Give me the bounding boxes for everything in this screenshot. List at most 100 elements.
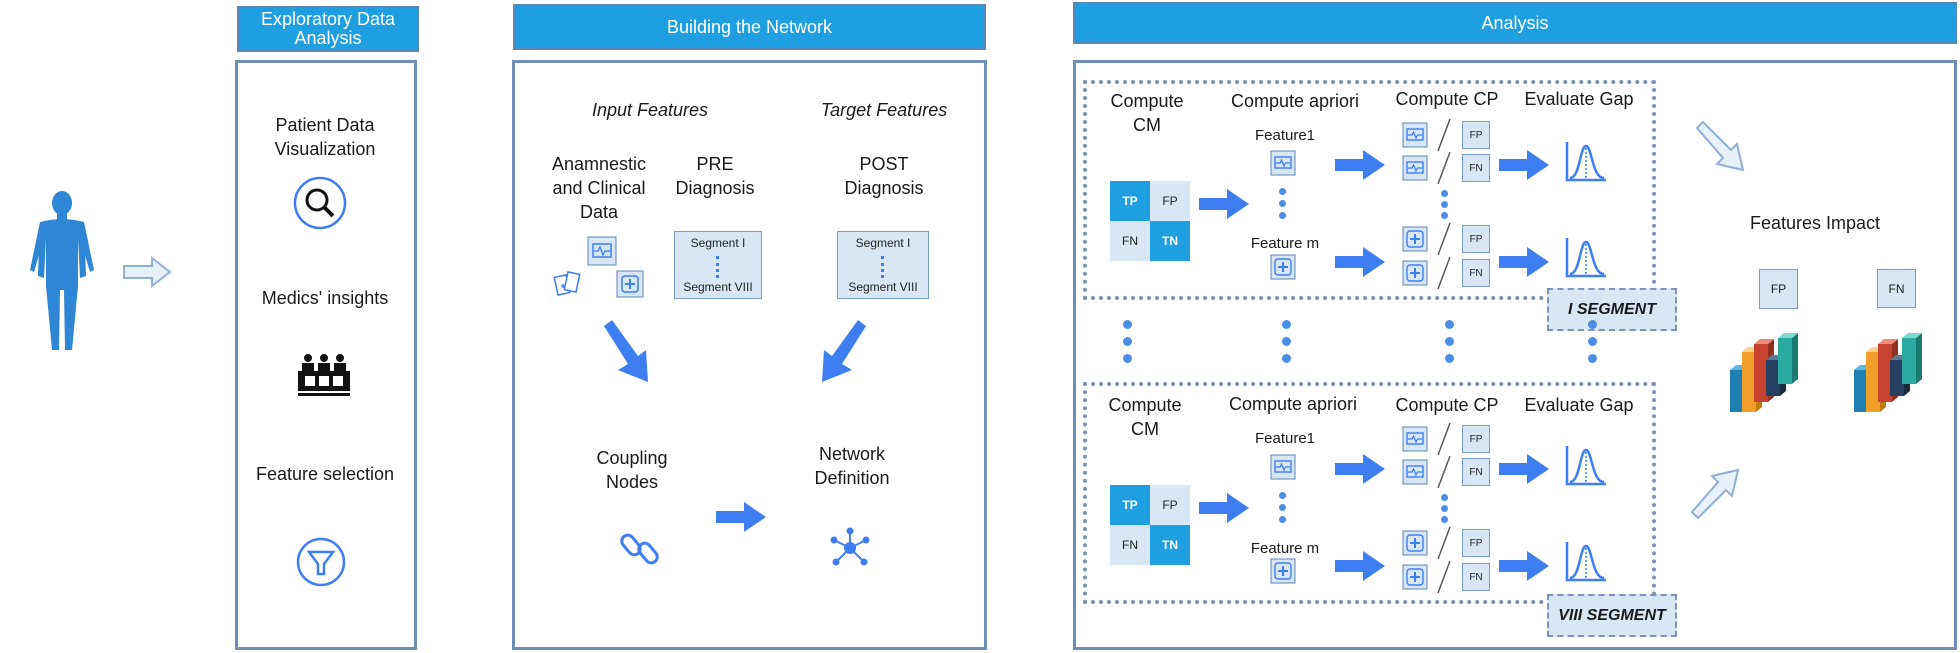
- seg1-cp-dots: [1441, 190, 1448, 219]
- seg1-confusion-matrix: TP FP FN TN: [1110, 181, 1190, 261]
- seg1-evaluate-gap: Evaluate Gap: [1524, 89, 1634, 109]
- network-panel: [512, 60, 987, 650]
- target-features-label: Target Features: [820, 100, 948, 120]
- eda-title: Exploratory Data Analysis: [260, 9, 396, 48]
- coupling-nodes-label: Coupling Nodes: [596, 448, 668, 492]
- seg8-cp-icon-0: [1402, 426, 1428, 452]
- post-segment-last: Segment VIII: [848, 280, 918, 294]
- funnel-icon: [296, 537, 346, 587]
- eda-header: Exploratory Data Analysis: [237, 6, 419, 52]
- segment-viii-tag: VIII SEGMENT: [1547, 594, 1677, 637]
- seg1-arrow-featurem: [1335, 247, 1385, 277]
- seg1-cm-fp: FP: [1150, 181, 1190, 221]
- seg1-cp-fn-box-1: FN: [1462, 154, 1490, 182]
- seg8-compute-cm: Compute CM: [1108, 395, 1182, 439]
- seg8-arrow-featurem: [1335, 551, 1385, 581]
- seg1-cp-icon-3: [1402, 260, 1428, 286]
- seg1-feature1-monitor-icon: [1270, 150, 1296, 176]
- seg1-cp-fn-box-3: FN: [1462, 259, 1490, 287]
- seg8-cm-tp: TP: [1110, 485, 1150, 525]
- seg8-cp-fp-box-2: FP: [1462, 529, 1490, 557]
- between-segments-dots-2: [1445, 320, 1454, 363]
- network-title: Building the Network: [666, 16, 833, 37]
- seg1-cp-slash-0: [1437, 118, 1451, 152]
- post-segment-box: Segment I Segment VIII: [837, 231, 929, 299]
- chain-link-icon: [620, 533, 659, 565]
- seg1-cp-icon-0: [1402, 122, 1428, 148]
- seg8-cp-fn-box-1: FN: [1462, 458, 1490, 486]
- seg1-feature-dots: [1279, 188, 1286, 219]
- seg8-cm-fp: FP: [1150, 485, 1190, 525]
- features-impact-label: Features Impact: [1749, 213, 1881, 233]
- seg8-arrow-feature1: [1335, 454, 1385, 484]
- seg1-cp-slash-3: [1437, 256, 1451, 290]
- seg8-compute-cp: Compute CP: [1395, 395, 1499, 415]
- seg8-cp-icon-1: [1402, 459, 1428, 485]
- analysis-panel: [1073, 60, 1957, 650]
- seg1-featurem-medical-icon: [1270, 254, 1296, 280]
- seg1-compute-cp: Compute CP: [1395, 89, 1499, 109]
- impact-fp-bar-chart-3d-icon: [1730, 333, 1798, 412]
- flow-arrow-1: [123, 255, 172, 289]
- seg1-featurem: Feature m: [1250, 235, 1320, 252]
- seg1-cp-slash-2: [1437, 222, 1451, 256]
- seg1-cm-tp: TP: [1110, 181, 1150, 221]
- medical-icon: [616, 270, 644, 298]
- seg8-feature1-monitor-icon: [1270, 454, 1296, 480]
- eda-item-feature-selection: Feature selection: [255, 464, 395, 484]
- impact-fp-label: FP: [1770, 282, 1787, 296]
- seg1-feature1: Feature1: [1254, 127, 1316, 144]
- seg1-cm-fn: FN: [1110, 221, 1150, 261]
- seg8-confusion-matrix: TP FP FN TN: [1110, 485, 1190, 565]
- seg8-cp-dots: [1441, 494, 1448, 523]
- arrow-to-impact-bottom: [1690, 468, 1740, 520]
- seg8-cm-tn: TN: [1150, 525, 1190, 565]
- seg8-evaluate-gap: Evaluate Gap: [1524, 395, 1634, 415]
- pre-segment-dots: [716, 256, 722, 278]
- pre-diagnosis-label: PRE Diagnosis: [675, 154, 755, 198]
- segment-i-tag: I SEGMENT: [1547, 288, 1677, 331]
- seg1-gap-curve-1-distribution-curve-icon: [1565, 142, 1606, 182]
- seg8-gap-curve-2-distribution-curve-icon: [1565, 542, 1606, 582]
- human-figure-icon: [30, 191, 94, 350]
- impact-fn-label: FN: [1888, 281, 1905, 296]
- segment-viii-frame: [1083, 382, 1656, 604]
- seg8-cp-fp-box-0: FP: [1462, 425, 1490, 453]
- arrow-coupling-to-definition: [716, 502, 766, 532]
- seg8-cp-icon-2: [1402, 530, 1428, 556]
- seg1-arrow-cm: [1199, 189, 1249, 219]
- seg8-cp-fn-box-3: FN: [1462, 563, 1490, 591]
- pre-segment-box: Segment I Segment VIII: [674, 231, 762, 299]
- seg1-gap-curve-2-distribution-curve-icon: [1565, 238, 1606, 278]
- seg1-arrow-gap-1: [1499, 150, 1549, 180]
- seg1-cp-slash-1: [1437, 151, 1451, 185]
- seg8-feature-dots: [1279, 492, 1286, 523]
- seg1-compute-apriori: Compute apriori: [1230, 91, 1360, 111]
- seg8-compute-apriori: Compute apriori: [1228, 394, 1358, 414]
- monitor-icon: [587, 236, 617, 266]
- magnifier-icon: [293, 176, 347, 230]
- seg8-cp-slash-1: [1437, 455, 1451, 489]
- network-icon: [830, 527, 870, 566]
- seg8-arrow-cm: [1199, 493, 1249, 523]
- seg8-cp-slash-3: [1437, 560, 1451, 594]
- medics-panel-icon: [298, 354, 350, 396]
- between-segments-dots-0: [1123, 320, 1132, 363]
- seg1-cp-fp-box-2: FP: [1462, 225, 1490, 253]
- between-segments-dots-1: [1282, 320, 1291, 363]
- between-segments-dots-3: [1588, 320, 1597, 363]
- seg8-cp-slash-0: [1437, 422, 1451, 456]
- impact-fn-bar-chart-3d-icon: [1854, 333, 1922, 412]
- post-segment-first: Segment I: [855, 236, 911, 250]
- impact-fp-box: FP: [1759, 269, 1798, 309]
- eda-item-patient-visualization: Patient Data Visualization: [274, 115, 376, 159]
- seg8-gap-curve-1-distribution-curve-icon: [1565, 446, 1606, 486]
- seg1-arrow-gap-2: [1499, 247, 1549, 277]
- seg1-cp-icon-2: [1402, 226, 1428, 252]
- post-diagnosis-label: POST Diagnosis: [844, 154, 924, 198]
- seg1-compute-cm: Compute CM: [1110, 91, 1184, 135]
- pre-segment-first: Segment I: [690, 236, 746, 250]
- analysis-title: Analysis: [1481, 12, 1549, 33]
- pre-segment-last: Segment VIII: [683, 280, 753, 294]
- seg1-cp-fp-box-0: FP: [1462, 121, 1490, 149]
